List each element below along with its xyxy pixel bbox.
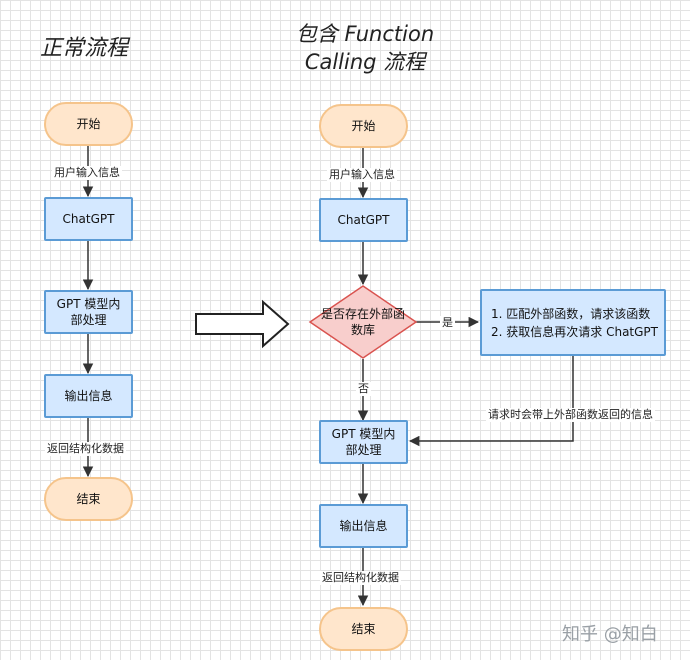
left-end-label: 结束 bbox=[76, 492, 101, 506]
right-output-label: 输出信息 bbox=[339, 519, 388, 533]
left-output-node: 输出信息 bbox=[44, 374, 133, 418]
left-process-node: GPT 模型内 部处理 bbox=[44, 290, 133, 334]
right-start-node: 开始 bbox=[319, 104, 408, 148]
left-process-line1: GPT 模型内 bbox=[56, 297, 121, 311]
left-chatgpt-node: ChatGPT bbox=[44, 197, 133, 241]
right-end-node: 结束 bbox=[319, 607, 408, 651]
right-edge-action-process bbox=[408, 356, 574, 447]
left-output-label: 输出信息 bbox=[64, 389, 113, 403]
decision-diamond bbox=[308, 285, 418, 359]
right-output-node: 输出信息 bbox=[319, 504, 408, 548]
no-label: 否 bbox=[356, 382, 371, 396]
action-label: 1. 匹配外部函数，请求该函数 2. 获取信息再次请求 ChatGPT bbox=[491, 305, 658, 341]
right-chatgpt-label: ChatGPT bbox=[337, 213, 390, 227]
decision-line1: 是否存在外部函 bbox=[320, 307, 405, 321]
decision-label: 是否存在外部函 数库 bbox=[310, 298, 416, 346]
right-title-line1: 包含 Function bbox=[295, 22, 435, 46]
transition-arrow bbox=[195, 299, 290, 349]
right-process-node: GPT 模型内 部处理 bbox=[319, 420, 408, 464]
left-edge-return-label: 返回结构化数据 bbox=[45, 442, 126, 456]
left-process-line2: 部处理 bbox=[70, 313, 107, 327]
left-end-node: 结束 bbox=[44, 477, 133, 521]
left-start-label: 开始 bbox=[76, 117, 101, 131]
action-node: 1. 匹配外部函数，请求该函数 2. 获取信息再次请求 ChatGPT bbox=[480, 289, 666, 356]
right-chatgpt-node: ChatGPT bbox=[319, 198, 408, 242]
left-edge-input-label: 用户输入信息 bbox=[52, 166, 122, 180]
right-process-label: GPT 模型内 部处理 bbox=[332, 426, 396, 458]
request-edge-label: 请求时会带上外部函数返回的信息 bbox=[486, 408, 655, 422]
left-title: 正常流程 bbox=[40, 36, 129, 61]
action-line1: 1. 匹配外部函数，请求该函数 bbox=[491, 306, 651, 321]
action-line2: 2. 获取信息再次请求 ChatGPT bbox=[491, 324, 658, 339]
left-chatgpt-label: ChatGPT bbox=[62, 212, 115, 226]
right-title-line2: Calling 流程 bbox=[304, 50, 426, 74]
watermark: 知乎 @知白 bbox=[562, 624, 658, 645]
right-edge-input-label: 用户输入信息 bbox=[327, 168, 397, 182]
yes-label: 是 bbox=[440, 316, 455, 330]
right-start-label: 开始 bbox=[351, 119, 376, 133]
right-process-line1: GPT 模型内 bbox=[331, 427, 396, 441]
right-process-line2: 部处理 bbox=[345, 443, 382, 457]
right-end-label: 结束 bbox=[351, 622, 376, 636]
left-start-node: 开始 bbox=[44, 102, 133, 146]
right-edge-return-label: 返回结构化数据 bbox=[320, 571, 401, 585]
left-process-label: GPT 模型内 部处理 bbox=[57, 296, 121, 328]
decision-line2: 数库 bbox=[350, 323, 375, 337]
